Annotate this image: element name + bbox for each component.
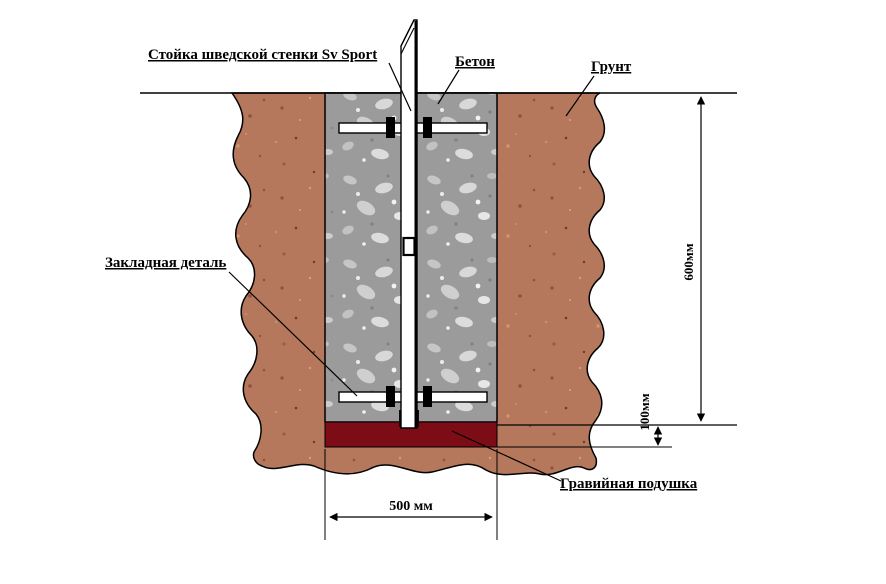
top-flange-bolt-right [423, 117, 432, 138]
leader-post [388, 62, 412, 112]
leader-embedded-part [228, 271, 358, 397]
label-concrete: Бетон [455, 54, 495, 70]
leader-gravel-pad [451, 430, 562, 482]
leader-soil [565, 75, 595, 117]
dim-depth-label: 600мм [681, 243, 696, 280]
dim-width-label: 500 мм [389, 499, 433, 514]
label-gravel-pad: Гравийная подушка [560, 476, 698, 492]
post-buckle [402, 236, 416, 257]
leader-concrete [437, 69, 460, 105]
label-embedded-part: Закладная деталь [105, 255, 226, 271]
bottom-flange-bolt-left [386, 386, 395, 407]
label-post: Стойка шведской стенки Sv Sport [148, 47, 377, 63]
top-flange-bolt-left [386, 117, 395, 138]
dim-gravel-label: 100мм [637, 393, 652, 430]
bottom-flange-bolt-right [423, 386, 432, 407]
post [400, 19, 418, 429]
label-soil: Грунт [591, 59, 632, 75]
